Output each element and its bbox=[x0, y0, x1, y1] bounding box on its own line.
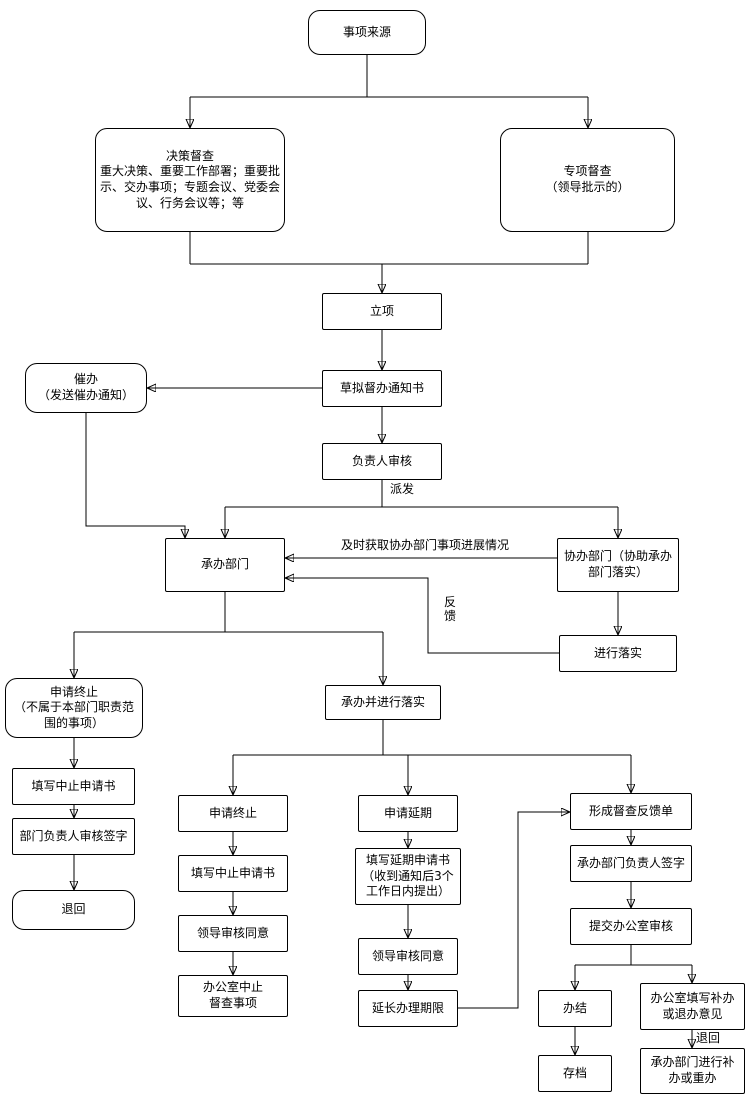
label-feedback: 反馈 bbox=[444, 595, 457, 624]
node-fill-delay-application: 填写延期申请书 （收到通知后3个工作日内提出） bbox=[355, 848, 461, 905]
edge-undertake-trunk bbox=[233, 720, 631, 756]
label-progress: 及时获取协办部门事项进展情况 bbox=[340, 538, 509, 552]
label-return: 退回 bbox=[696, 1031, 721, 1045]
node-matter-source: 事项来源 bbox=[308, 10, 426, 55]
node-office-stop: 办公室中止 督查事项 bbox=[178, 975, 288, 1017]
edge-source-trunk bbox=[190, 55, 588, 98]
node-fill-stop-application-left: 填写中止申请书 bbox=[12, 768, 135, 805]
node-lead-department: 承办部门 bbox=[165, 538, 285, 592]
node-return: 退回 bbox=[12, 890, 135, 930]
node-leader-approve-delay: 领导审核同意 bbox=[358, 938, 458, 975]
edge-urge-to-lead bbox=[85, 413, 185, 538]
node-urge: 催办 （发送催办通知） bbox=[25, 363, 147, 413]
node-responsible-review: 负责人审核 bbox=[322, 443, 442, 480]
node-fill-stop-application: 填写中止申请书 bbox=[178, 855, 288, 892]
edge-implement-feedback bbox=[285, 578, 559, 654]
node-special-supervision: 专项督查 （领导批示的） bbox=[500, 128, 675, 232]
node-apply-delay: 申请延期 bbox=[358, 795, 458, 832]
node-project-initiation: 立项 bbox=[322, 293, 442, 330]
node-apply-terminate-scope: 申请终止 （不属于本部门职责范围的事项） bbox=[5, 678, 143, 738]
node-archive: 存档 bbox=[538, 1055, 612, 1092]
edge-office-review-trunk bbox=[575, 945, 692, 966]
edge-extend-to-feedback bbox=[458, 812, 570, 1009]
node-dept-head-sign: 部门负责人审核签字 bbox=[12, 818, 135, 855]
node-submit-office-review: 提交办公室审核 bbox=[570, 908, 692, 945]
edge-lead-trunk bbox=[74, 592, 383, 633]
node-assist-department: 协办部门（协助承办部门落实） bbox=[557, 538, 679, 592]
node-implement: 进行落实 bbox=[559, 635, 677, 672]
node-leader-approve-terminate: 领导审核同意 bbox=[178, 915, 288, 952]
node-apply-terminate: 申请终止 bbox=[178, 795, 288, 832]
node-lead-head-sign: 承办部门负责人签字 bbox=[570, 845, 692, 882]
node-decision-supervision: 决策督查 重大决策、重要工作部署；重要批示、交办事项；专题会议、党委会议、行务会… bbox=[95, 128, 285, 232]
node-undertake-implement: 承办并进行落实 bbox=[325, 685, 441, 720]
edge-merge-trunk bbox=[189, 232, 589, 265]
node-draft-notice: 草拟督办通知书 bbox=[322, 370, 442, 407]
node-feedback-sheet: 形成督查反馈单 bbox=[570, 793, 692, 830]
node-office-opinion: 办公室填写补办或退办意见 bbox=[640, 983, 745, 1030]
node-extend-deadline: 延长办理期限 bbox=[358, 990, 458, 1027]
edge-dispatch-trunk bbox=[225, 480, 618, 508]
node-complete: 办结 bbox=[538, 990, 612, 1027]
node-redo: 承办部门进行补办或重办 bbox=[640, 1048, 745, 1094]
label-dispatch: 派发 bbox=[390, 482, 415, 496]
